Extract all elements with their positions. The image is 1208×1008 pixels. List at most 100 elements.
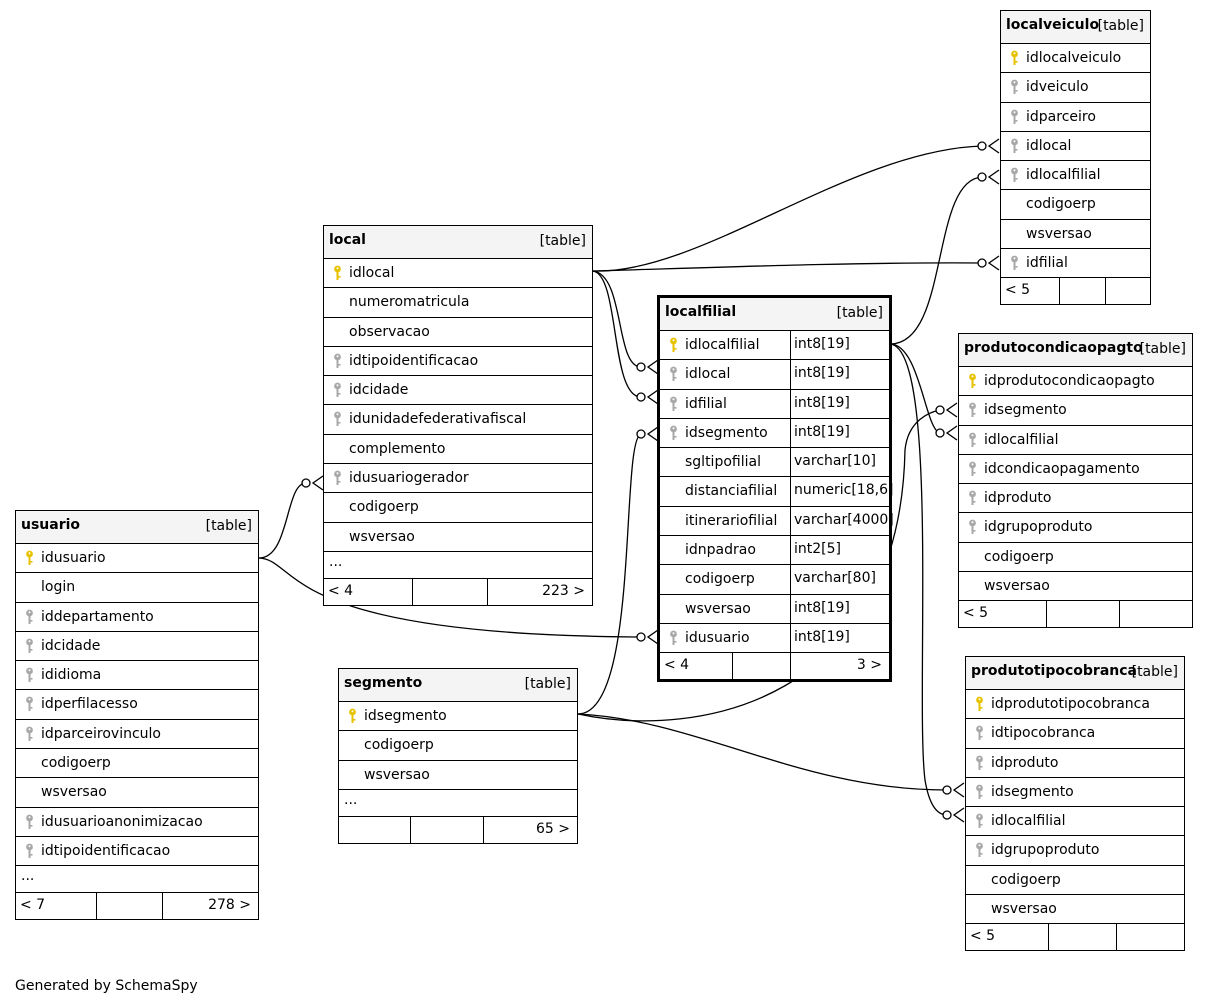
table-header: segmento [table]: [339, 669, 577, 701]
edge-segmento-produtotipocobranca: [577, 713, 965, 798]
column-row-idtipocobranca[interactable]: idtipocobranca: [966, 718, 1184, 747]
edge-local-localfilial-idfilial: [592, 270, 659, 405]
table-footer: < 7 278 >: [16, 892, 258, 920]
column-row-idlocalfilial[interactable]: idlocalfilial: [959, 424, 1192, 454]
column-name: iddepartamento: [41, 608, 154, 625]
column-row-idunidadefederativafiscal[interactable]: idunidadefederativafiscal: [324, 404, 592, 433]
more-columns: ...: [329, 553, 343, 570]
column-row-idtipoidentificacao[interactable]: idtipoidentificacao: [16, 835, 258, 865]
column-row-idcidade[interactable]: idcidade: [16, 630, 258, 660]
column-row-idfilial[interactable]: idfilial: [1001, 248, 1150, 277]
column-row-wsversao[interactable]: wsversao: [966, 894, 1184, 923]
column-row-observacao[interactable]: observacao: [324, 316, 592, 346]
column-row-idprodutotipocobranca[interactable]: idprodutotipocobranca: [966, 689, 1184, 718]
column-name: wsversao: [41, 784, 107, 801]
more-columns: ...: [21, 868, 35, 885]
column-row-idproduto[interactable]: idproduto: [959, 483, 1192, 512]
footer-parents-count[interactable]: < 5: [1005, 282, 1031, 299]
table-footer: < 5: [959, 600, 1192, 628]
footer-rows-count[interactable]: 223 >: [542, 582, 585, 599]
column-type: numeric[18,6]: [790, 477, 893, 506]
table-segmento[interactable]: segmento [table] idsegmento codigoerp wsve…: [338, 668, 578, 844]
foreign-key-icon: [976, 784, 983, 799]
column-row-idlocalveiculo[interactable]: idlocalveiculo: [1001, 43, 1150, 72]
column-row-idcondicaopagamento[interactable]: idcondicaopagamento: [959, 453, 1192, 483]
footer-parents-count[interactable]: < 4: [664, 657, 690, 674]
column-row-wsversao[interactable]: wsversao: [16, 777, 258, 806]
column-row-idlocal[interactable]: idlocal: [324, 258, 592, 287]
column-row-ididioma[interactable]: ididioma: [16, 660, 258, 689]
column-row-codigoerp[interactable]: codigoerp: [966, 864, 1184, 894]
column-row-complemento[interactable]: complemento: [324, 433, 592, 463]
column-row-idgrupoproduto[interactable]: idgrupoproduto: [966, 835, 1184, 864]
column-row-idsegmento[interactable]: idsegmento: [959, 395, 1192, 424]
column-row-idsegmento[interactable]: idsegmento: [339, 701, 577, 730]
column-row-codigoerp[interactable]: codigoerp: [324, 492, 592, 521]
column-row-idlocalfilial[interactable]: idlocalfilial: [1001, 160, 1150, 189]
column-row-idparceiro[interactable]: idparceiro: [1001, 101, 1150, 131]
column-row-idsegmento[interactable]: idsegmento: [966, 776, 1184, 806]
column-row-iddepartamento[interactable]: iddepartamento: [16, 601, 258, 631]
column-row-numeromatricula[interactable]: numeromatricula: [324, 287, 592, 316]
column-row-login[interactable]: login: [16, 572, 258, 601]
footer-children-count[interactable]: 3 >: [856, 657, 882, 674]
table-produtocondicaopagto[interactable]: produtocondicaopagto [table] idprodutoco…: [958, 333, 1193, 629]
foreign-key-icon: [670, 366, 677, 382]
column-row-idlocal[interactable]: idlocal: [1001, 130, 1150, 160]
footer-rows-count[interactable]: 278 >: [208, 897, 251, 914]
column-name: idsegmento: [991, 783, 1074, 800]
column-row-idlocalfilial[interactable]: idlocalfilial: [966, 806, 1184, 835]
column-row-idtipoidentificacao[interactable]: idtipoidentificacao: [324, 345, 592, 375]
column-row-codigoerp[interactable]: codigoerp: [959, 541, 1192, 571]
table-produtotipocobranca[interactable]: produtotipocobranca [table] idprodutotip…: [965, 656, 1185, 952]
column-row-codigoerp[interactable]: codigoerp: [339, 730, 577, 759]
column-row-idveiculo[interactable]: idveiculo: [1001, 72, 1150, 101]
column-name: wsversao: [984, 578, 1050, 595]
column-name: distanciafilial: [685, 483, 778, 500]
column-row-wsversao[interactable]: wsversao: [1001, 218, 1150, 248]
column-row-idusuario[interactable]: idusuario: [16, 543, 258, 572]
column-name: idlocal: [1026, 137, 1072, 154]
column-row-idproduto[interactable]: idproduto: [966, 747, 1184, 777]
footer-parents-count[interactable]: < 7: [20, 897, 46, 914]
footer-rows-count[interactable]: 65 >: [536, 820, 570, 837]
column-row-wsversao[interactable]: wsversao: [959, 571, 1192, 600]
column-row-idgrupoproduto[interactable]: idgrupoproduto: [959, 512, 1192, 541]
column-row-idusuariogerador[interactable]: idusuariogerador: [324, 463, 592, 492]
column-row-wsversao[interactable]: wsversao: [339, 759, 577, 789]
footer-parents-count[interactable]: < 4: [328, 582, 354, 599]
column-row-wsversao[interactable]: wsversao: [324, 521, 592, 551]
column-name: idtipoidentificacao: [349, 352, 479, 369]
column-row-idperfilacesso[interactable]: idperfilacesso: [16, 689, 258, 718]
column-row-distanciafilial[interactable]: distanciafilial numeric[18,6]: [660, 476, 893, 506]
column-row-idprodutocondicaopagto[interactable]: idprodutocondicaopagto: [959, 366, 1192, 395]
footer-parents-count[interactable]: < 5: [970, 928, 996, 945]
primary-key-icon: [349, 708, 356, 723]
column-name: idcidade: [349, 382, 409, 399]
column-name: codigoerp: [364, 737, 434, 754]
foreign-key-icon: [976, 813, 983, 829]
footer-parents-count[interactable]: < 5: [963, 605, 989, 622]
column-row-idparceirovinculo[interactable]: idparceirovinculo: [16, 718, 258, 748]
column-row-codigoerp[interactable]: codigoerp: [1001, 189, 1150, 218]
table-header: produtocondicaopagto [table]: [959, 334, 1192, 366]
table-footer: < 5: [1001, 277, 1150, 305]
column-row-idcidade[interactable]: idcidade: [324, 375, 592, 404]
column-row-idusuarioanonimizacao[interactable]: idusuarioanonimizacao: [16, 806, 258, 836]
table-header: usuario [table]: [16, 511, 258, 543]
column-row-codigoerp[interactable]: codigoerp: [16, 748, 258, 777]
